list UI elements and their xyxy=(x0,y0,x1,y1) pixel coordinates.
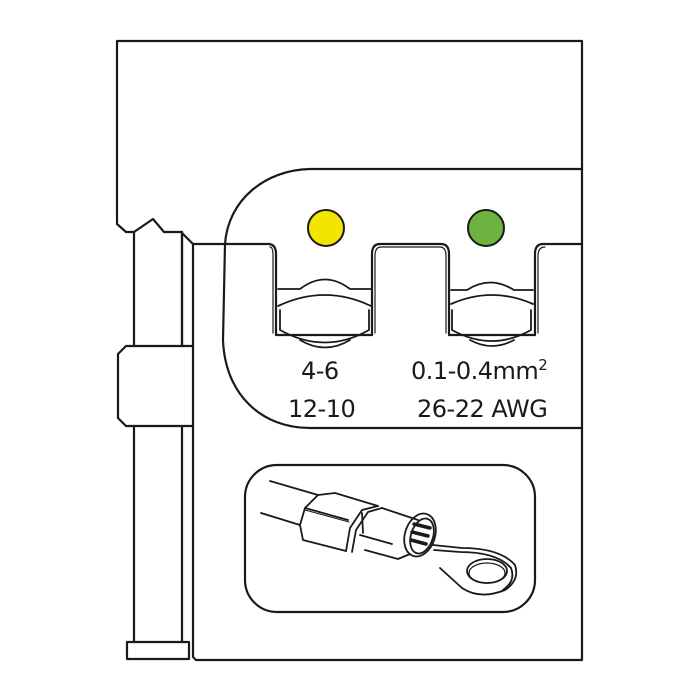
cavity-1-profile xyxy=(277,278,372,349)
terminal-illustration xyxy=(299,492,518,596)
cavity-2-size-mm2: 0.1-0.4mm2 xyxy=(411,356,548,385)
cavity-2-profile xyxy=(450,281,534,347)
cavity-2-size-awg: 26-22 AWG xyxy=(417,395,548,423)
cavity-2-color-dot xyxy=(467,209,505,247)
left-rail xyxy=(116,230,227,661)
die-body-outline xyxy=(115,39,584,662)
cavity-profile xyxy=(223,242,584,337)
illustration-frame xyxy=(243,463,537,614)
cavity-2-size-mm2-value: 0.1-0.4mm xyxy=(411,357,539,385)
wire-illustration xyxy=(260,480,319,526)
cavity-2-size-mm2-superscript: 2 xyxy=(538,356,548,374)
die-face-panel xyxy=(221,167,584,430)
cavity-1-size-awg: 12-10 xyxy=(288,395,356,423)
cavity-1-color-dot xyxy=(307,209,345,247)
cavity-1-size-mm2: 4-6 xyxy=(301,357,339,385)
